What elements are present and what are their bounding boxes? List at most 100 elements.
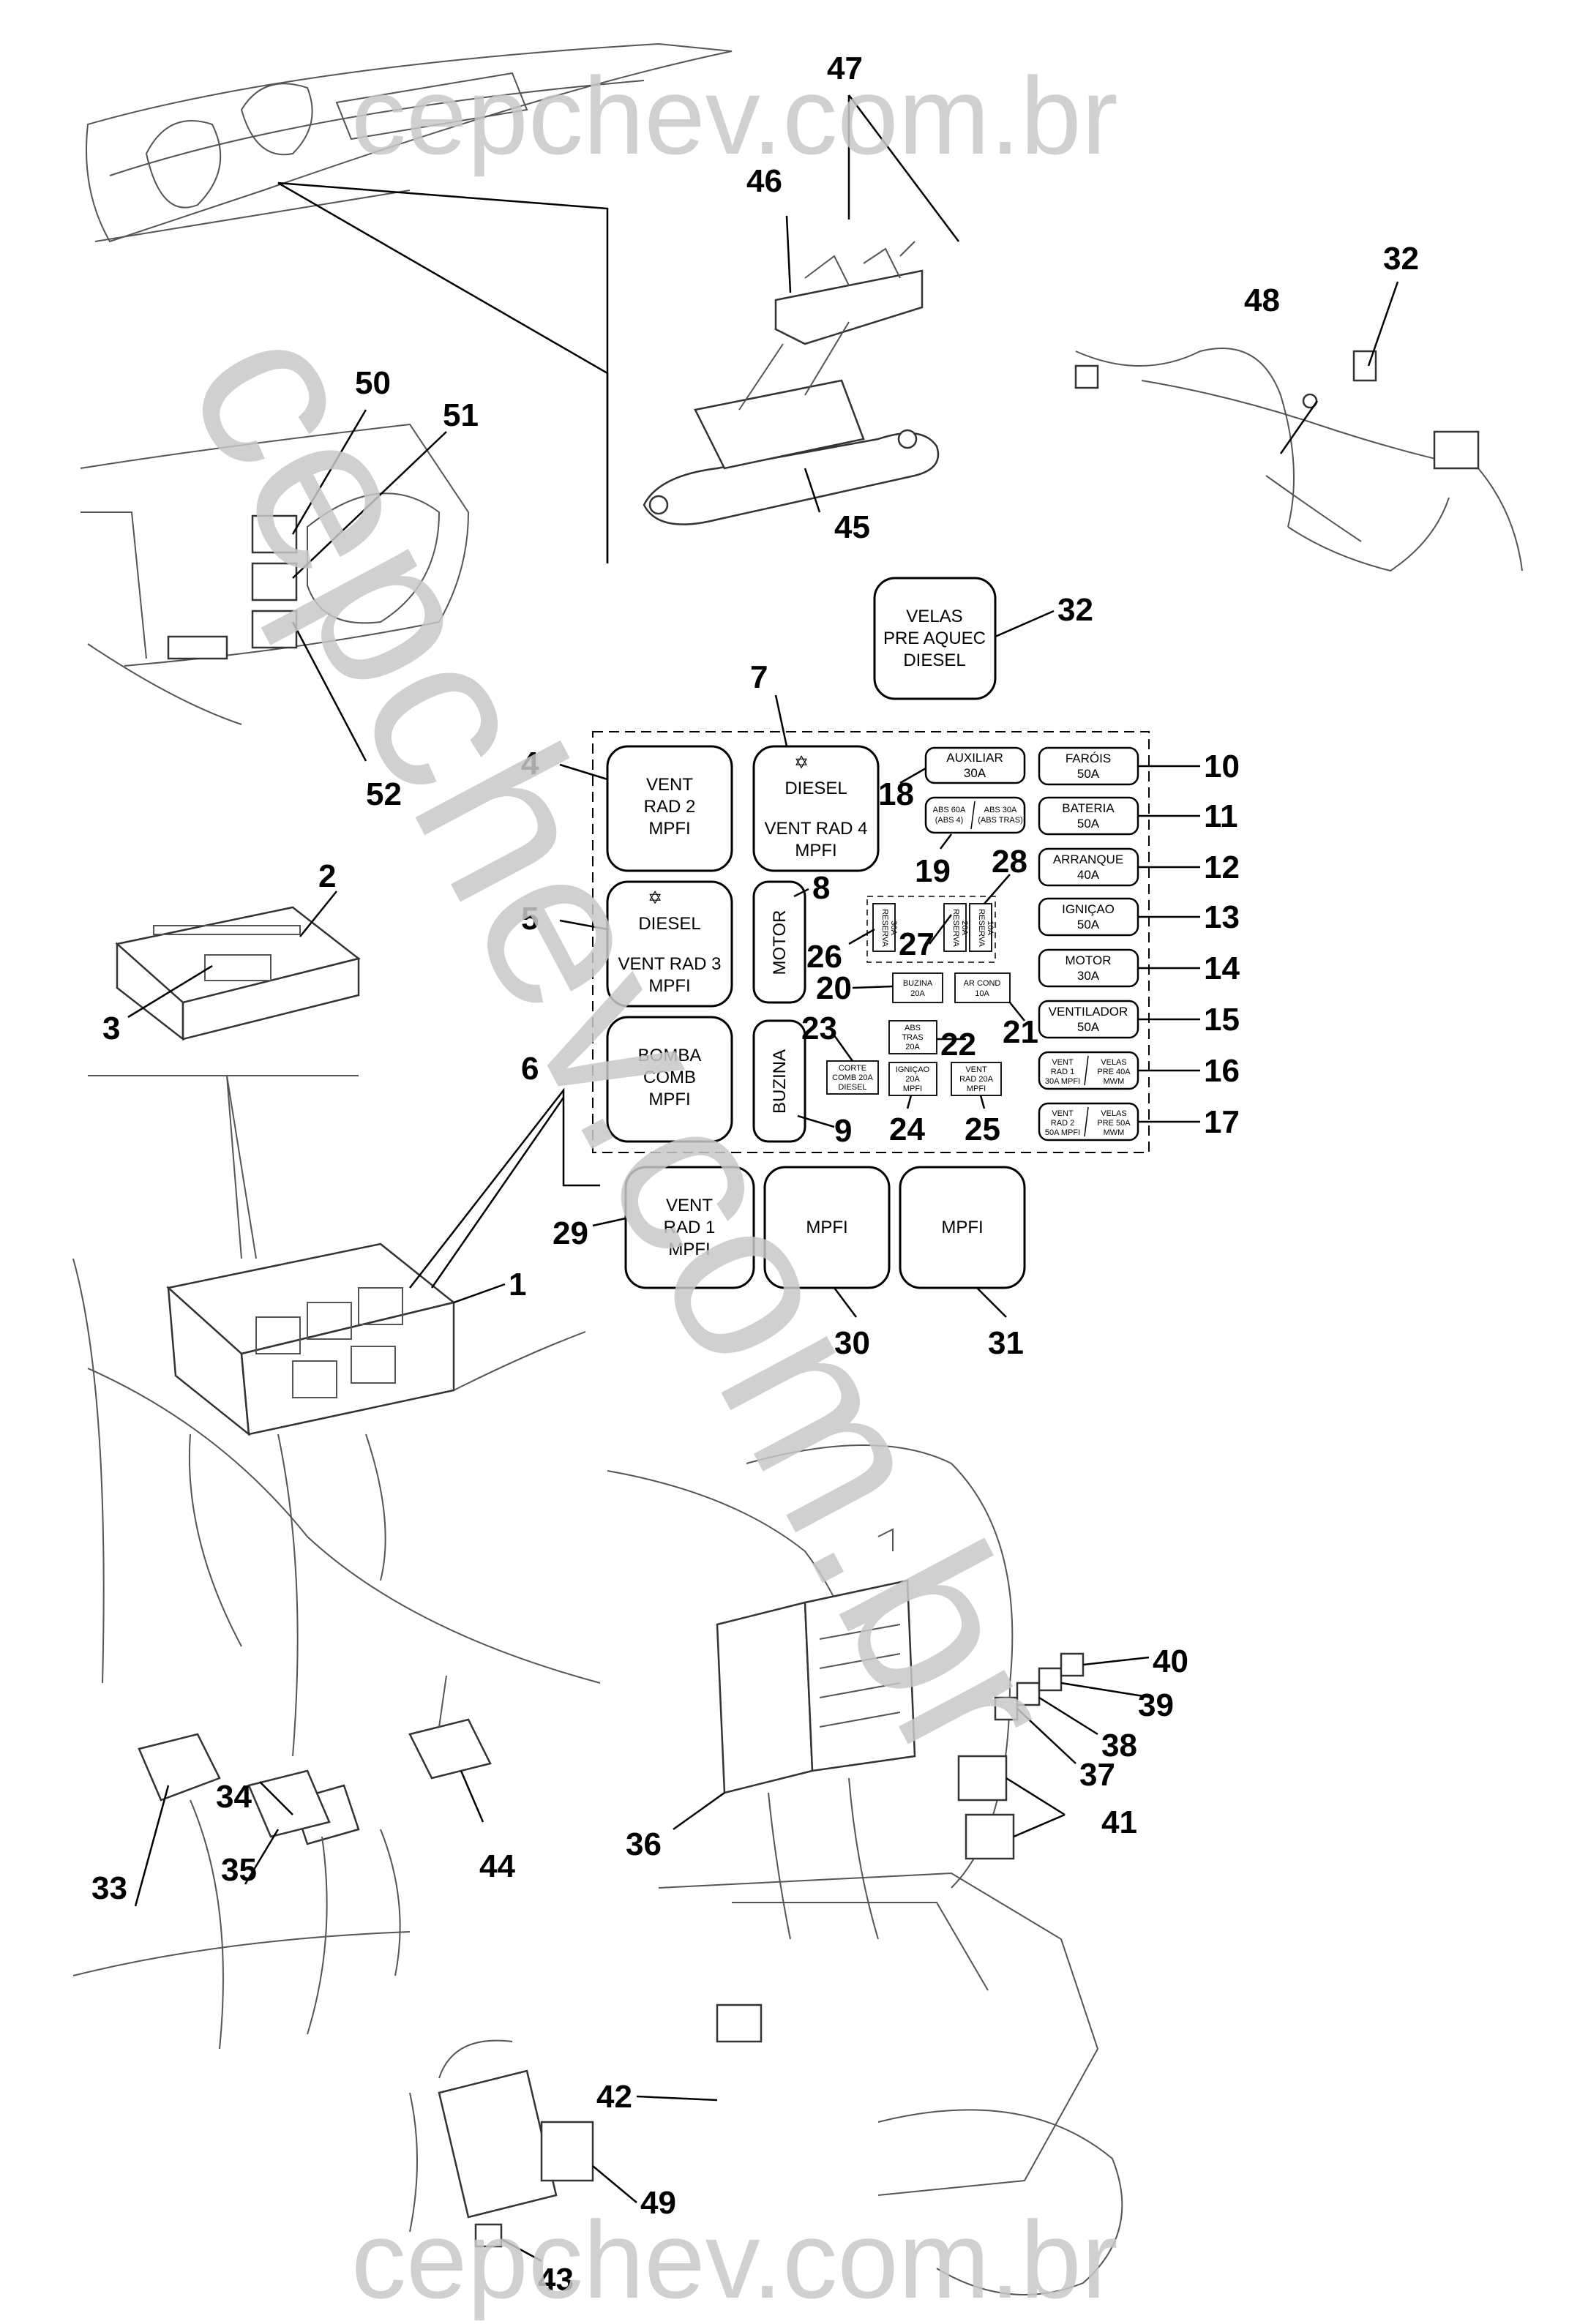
svg-text:22: 22 — [940, 1027, 976, 1062]
svg-text:cepchev.com.br: cepchev.com.br — [351, 2198, 1118, 2321]
relay-7: ✡ DIESEL VENT RAD 4 MPFI — [752, 745, 880, 872]
svg-text:18: 18 — [878, 776, 914, 812]
svg-text:10A: 10A — [986, 921, 995, 935]
svg-text:DIESEL: DIESEL — [903, 651, 965, 670]
svg-text:30A: 30A — [964, 766, 986, 780]
svg-text:8: 8 — [812, 870, 830, 906]
star-icon: ✡ — [794, 753, 809, 773]
svg-text:44: 44 — [479, 1848, 515, 1884]
fuse-21: AR COND 10A — [954, 972, 1011, 1003]
svg-text:19: 19 — [915, 853, 951, 889]
installed-fusebox-sketch — [72, 1087, 601, 1757]
svg-text:29: 29 — [553, 1215, 588, 1251]
svg-text:AR COND: AR COND — [964, 979, 1001, 988]
fuse-27: RESERVA 20A — [943, 903, 969, 952]
svg-text:PRE 50A: PRE 50A — [1097, 1119, 1131, 1128]
svg-text:21: 21 — [1003, 1014, 1038, 1050]
svg-text:46: 46 — [746, 163, 782, 199]
svg-text:35: 35 — [221, 1852, 257, 1888]
fuse-28: RESERVA 10A — [969, 903, 995, 952]
svg-text:VENT: VENT — [666, 1196, 713, 1215]
svg-text:34: 34 — [216, 1779, 252, 1815]
svg-text:9: 9 — [834, 1113, 852, 1149]
svg-text:COMB 20A: COMB 20A — [832, 1073, 873, 1082]
svg-text:1: 1 — [509, 1267, 526, 1302]
svg-text:cepchev.com.br: cepchev.com.br — [351, 54, 1118, 177]
svg-text:48: 48 — [1244, 282, 1280, 318]
svg-text:50A: 50A — [1077, 918, 1100, 932]
svg-text:25: 25 — [965, 1112, 1000, 1147]
fuse-11: BATERIA 50A — [1038, 796, 1139, 836]
svg-text:RESERVA: RESERVA — [951, 909, 960, 947]
svg-text:27: 27 — [899, 926, 935, 962]
svg-text:VENT RAD 3: VENT RAD 3 — [618, 954, 722, 974]
fuse-14: MOTOR 30A — [1038, 948, 1139, 988]
svg-text:VENT: VENT — [1052, 1058, 1074, 1067]
svg-text:CORTE: CORTE — [839, 1064, 866, 1073]
svg-text:VENT: VENT — [646, 775, 693, 795]
dashboard-pointer-2 — [277, 181, 609, 563]
relay-30: MPFI — [763, 1166, 891, 1289]
fuse-18: AUXILIAR 30A — [924, 746, 1026, 784]
fusebox-pointer — [409, 1087, 600, 1289]
svg-text:MPFI: MPFI — [648, 976, 690, 996]
svg-text:51: 51 — [443, 397, 479, 433]
fuse-20: BUZINA 20A — [892, 972, 943, 1003]
loose-relays-sketch — [72, 1675, 492, 2050]
svg-text:50A: 50A — [1077, 1020, 1100, 1034]
svg-text:49: 49 — [640, 2185, 676, 2221]
svg-text:2: 2 — [318, 858, 336, 894]
svg-text:VELAS: VELAS — [1101, 1109, 1126, 1118]
fuse-12: ARRANQUE 40A — [1038, 847, 1139, 887]
svg-text:MPFI: MPFI — [806, 1218, 847, 1237]
svg-text:IGNIÇAO: IGNIÇAO — [1062, 902, 1115, 916]
relay-5: ✡ DIESEL VENT RAD 3 MPFI — [606, 880, 733, 1008]
relay-4: VENT RAD 2 MPFI — [606, 745, 733, 872]
svg-text:MPFI: MPFI — [648, 1090, 690, 1109]
svg-text:PRE AQUEC: PRE AQUEC — [883, 629, 986, 648]
svg-text:28: 28 — [992, 844, 1027, 880]
svg-text:52: 52 — [366, 776, 402, 812]
svg-text:20A: 20A — [910, 989, 925, 998]
dashboard-sketch — [86, 42, 733, 243]
glow-plug-harness-sketch — [1074, 348, 1523, 572]
svg-text:TRAS: TRAS — [902, 1033, 923, 1042]
relay-9: BUZINA — [752, 1019, 806, 1143]
svg-text:MOTOR: MOTOR — [770, 910, 790, 975]
svg-text:RAD 20A: RAD 20A — [959, 1075, 994, 1084]
svg-text:MWM: MWM — [1104, 1128, 1125, 1137]
svg-text:DIESEL: DIESEL — [784, 779, 847, 798]
svg-text:41: 41 — [1101, 1804, 1137, 1840]
svg-text:40A: 40A — [1077, 868, 1100, 882]
svg-text:BOMBA: BOMBA — [638, 1046, 702, 1065]
svg-text:20A: 20A — [905, 1075, 920, 1084]
svg-text:31: 31 — [988, 1325, 1024, 1361]
fuse-23: CORTE COMB 20A DIESEL — [826, 1060, 879, 1095]
svg-text:VENTILADOR: VENTILADOR — [1049, 1005, 1128, 1019]
svg-text:11: 11 — [1204, 798, 1238, 834]
svg-text:DIESEL: DIESEL — [638, 914, 700, 934]
svg-text:RAD 1: RAD 1 — [1051, 1068, 1074, 1076]
svg-text:ABS 30A: ABS 30A — [984, 806, 1017, 814]
svg-text:40: 40 — [1153, 1643, 1188, 1679]
svg-text:50A: 50A — [1077, 817, 1100, 831]
svg-text:50: 50 — [355, 365, 391, 401]
svg-text:7: 7 — [750, 659, 768, 695]
svg-text:4: 4 — [521, 746, 539, 781]
svg-text:RAD 2: RAD 2 — [1051, 1119, 1074, 1128]
svg-text:47: 47 — [827, 50, 863, 86]
svg-text:12: 12 — [1204, 850, 1240, 885]
callout-numbers: 4 7 5 6 29 30 31 32 32 8 9 10 11 12 13 1… — [91, 50, 1419, 2298]
svg-text:20A: 20A — [905, 1043, 920, 1052]
svg-text:MPFI: MPFI — [795, 841, 836, 861]
svg-text:ABS: ABS — [905, 1024, 921, 1032]
svg-text:(ABS 4): (ABS 4) — [935, 816, 964, 825]
svg-text:BATERIA: BATERIA — [1062, 801, 1115, 815]
leader-lines — [127, 94, 1399, 2263]
svg-text:MWM: MWM — [1104, 1077, 1125, 1086]
svg-text:MPFI: MPFI — [903, 1084, 922, 1093]
svg-text:DIESEL: DIESEL — [838, 1083, 866, 1092]
svg-text:IGNIÇAO: IGNIÇAO — [896, 1065, 930, 1074]
svg-text:32: 32 — [1057, 592, 1093, 628]
